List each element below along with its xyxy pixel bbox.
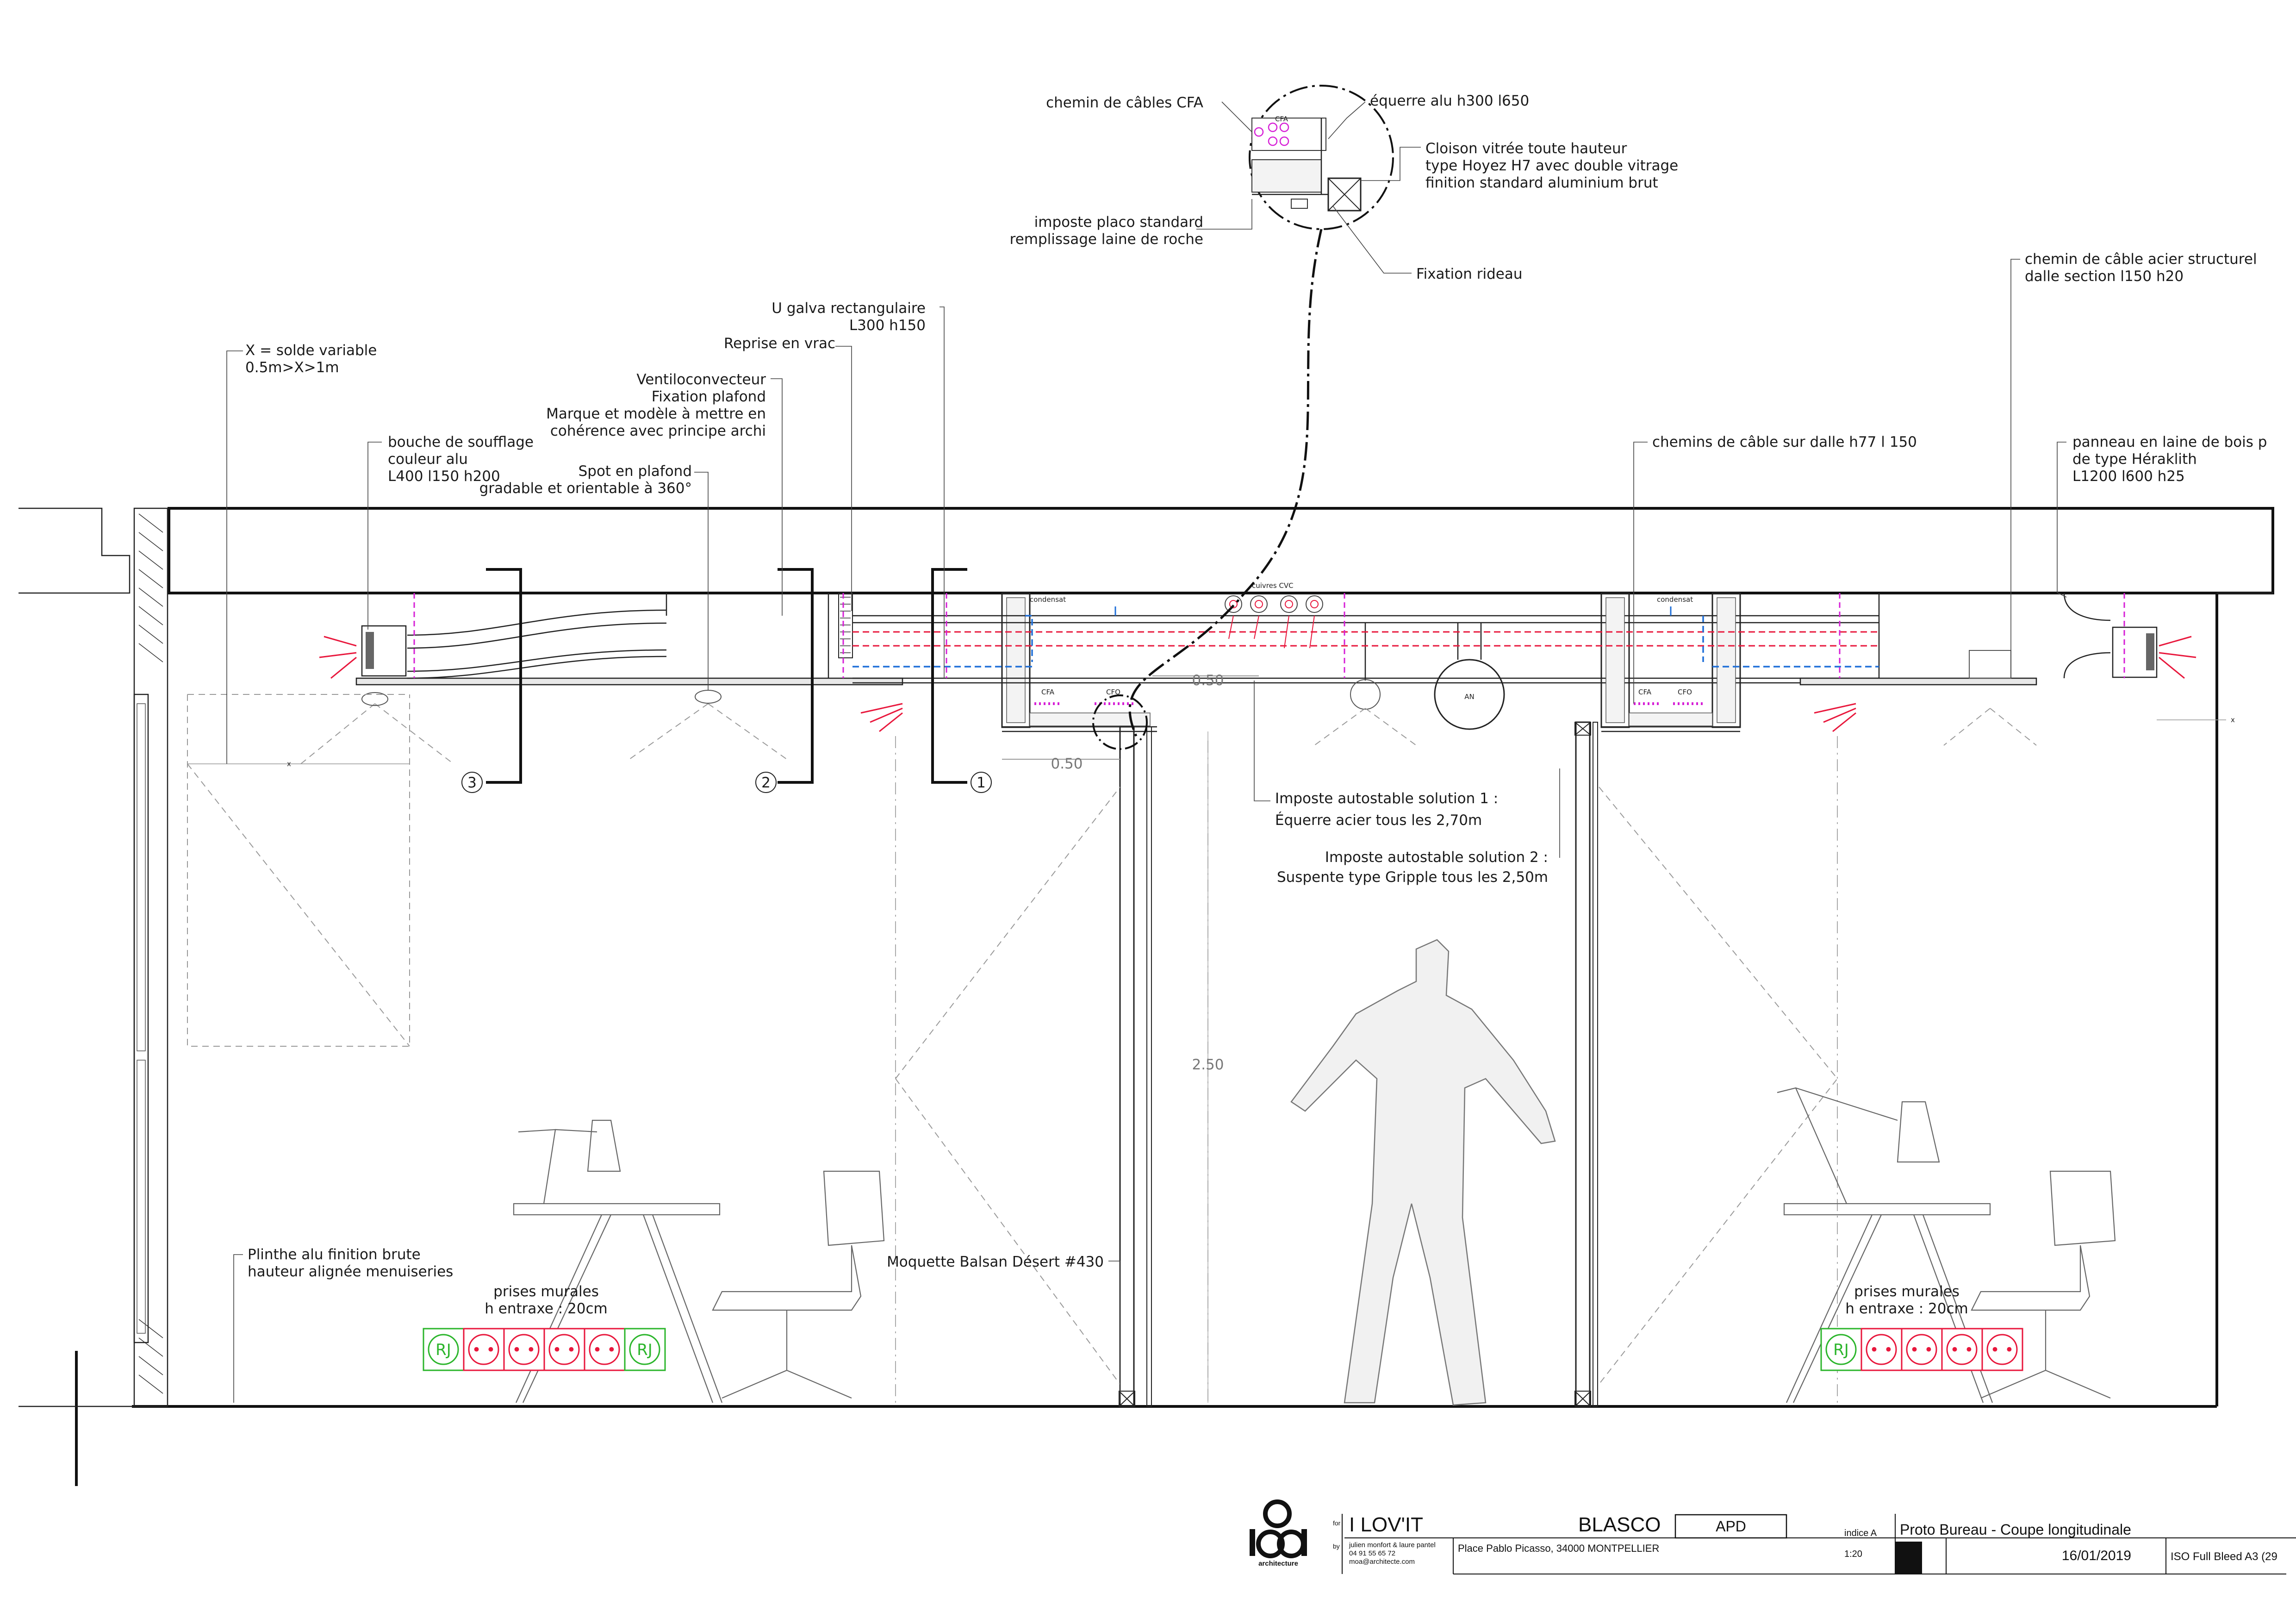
label-u-galva-2: L300 h150 (849, 317, 926, 334)
furniture-left (513, 1119, 885, 1403)
label-bouche-3: L400 l150 h200 (388, 468, 500, 485)
condensat-label-2: condensat (1657, 595, 1693, 604)
label-prises-b2: h entraxe : 20cm (1845, 1300, 1968, 1317)
cvc-copper-pipes (1225, 595, 1323, 613)
cfo-label-1: CFO (1106, 688, 1120, 696)
marker-1: 1 (977, 775, 986, 791)
drawing-title: Proto Bureau - Coupe longitudinale (1900, 1521, 2131, 1538)
label-spot-1: Spot en plafond (579, 463, 692, 480)
annotation-leaders (226, 101, 2067, 1403)
indice: indice A (1844, 1528, 1877, 1538)
label-chemin-cables-cfa: chemin de câbles CFA (1046, 94, 1203, 111)
scale: 1:20 (1844, 1549, 1862, 1559)
power-socket: • • (512, 1341, 536, 1359)
cfo-label-2: CFO (1678, 688, 1692, 696)
marker-2: 2 (761, 775, 771, 791)
dimension-lines: 0.50 0.50 2.50 x x (187, 672, 2235, 1403)
label-cloison-1: Cloison vitrée toute hauteur (1425, 140, 1627, 157)
label-ventilo-3: Marque et modèle à mettre en (546, 406, 766, 422)
label-ventilo-2: Fixation plafond (652, 388, 766, 405)
marker-3: 3 (467, 775, 477, 791)
cfa-label-1: CFA (1041, 688, 1055, 696)
label-x-solde-1: X = solde variable (245, 342, 377, 359)
label-ventilo-1: Ventiloconvecteur (636, 371, 766, 388)
label-bouche-1: bouche de soufflage (388, 434, 534, 450)
section-markers: 3 2 1 (461, 568, 992, 793)
authors: julien monfort & laure pantel (1349, 1541, 1436, 1549)
glazed-partitions (1119, 721, 1598, 1407)
label-imposte-placo-1: imposte placo standard (1034, 214, 1203, 231)
label-panneau-1: panneau en laine de bois p (2072, 434, 2267, 450)
label-cloison-2: type Hoyez H7 avec double vitrage (1425, 157, 1678, 174)
label-chemin-acier-2: dalle section l150 h20 (2025, 268, 2184, 285)
sockets-left: RJ • • • • • • • • RJ (423, 1328, 666, 1371)
label-imposte-placo-2: remplissage laine de roche (1010, 231, 1203, 248)
power-socket: • • (1910, 1341, 1934, 1359)
label-plinthe-2: hauteur alignée menuiseries (248, 1263, 453, 1280)
client-name: I LOV'IT (1349, 1513, 1423, 1536)
label-spot-2: gradable et orientable à 360° (479, 480, 692, 497)
label-moquette: Moquette Balsan Désert #430 (887, 1254, 1104, 1270)
label-u-galva-1: U galva rectangulaire (772, 300, 926, 317)
dim-050-top: 0.50 (1192, 672, 1224, 689)
label-cloison-3: finition standard aluminium brut (1425, 175, 1658, 191)
moa-logo: architecture (1250, 1499, 1307, 1568)
rj-socket: RJ (1833, 1341, 1849, 1359)
label-prises-1: prises murales (493, 1283, 599, 1300)
power-socket: • • (1991, 1341, 2014, 1359)
label-panneau-2: de type Héraklith (2072, 451, 2197, 468)
an-label: AN (1464, 693, 1474, 701)
cuivres-label: cuivres CVC (1252, 581, 1294, 590)
detail-callout: CFA (1092, 85, 1394, 750)
for-label: for (1333, 1519, 1341, 1527)
label-prises-2: h entraxe : 20cm (485, 1300, 607, 1317)
phase: APD (1716, 1518, 1746, 1535)
cfa-detail-label: CFA (1275, 115, 1288, 123)
sockets-right: RJ • • • • • • • • (1820, 1328, 2023, 1371)
label-ventilo-4: cohérence avec principe archi (550, 423, 766, 439)
x-mark: x (287, 760, 291, 768)
power-socket: • • (1950, 1341, 1974, 1359)
cfa-label-2: CFA (1638, 688, 1652, 696)
human-silhouette (1290, 939, 1556, 1406)
condensat-label-1: condensat (1030, 595, 1066, 604)
power-socket: • • (553, 1341, 576, 1359)
label-chemin-acier-1: chemin de câble acier structurel (2025, 251, 2257, 268)
label-imposte-sol1-2: Équerre acier tous les 2,70m (1275, 812, 1482, 829)
project-name: BLASCO (1578, 1513, 1661, 1536)
label-x-solde-2: 0.5m>X>1m (245, 359, 339, 376)
label-imposte-sol1-1: Imposte autostable solution 1 : (1275, 790, 1498, 807)
label-imposte-sol2-2: Suspente type Gripple tous les 2,50m (1277, 869, 1548, 886)
by-label: by (1333, 1543, 1340, 1550)
phone: 04 91 55 65 72 (1349, 1549, 1395, 1557)
label-fixation-rideau: Fixation rideau (1416, 266, 1523, 282)
power-socket: • • (593, 1341, 616, 1359)
label-imposte-sol2-1: Imposte autostable solution 2 : (1325, 849, 1548, 866)
dim-050-bottom: 0.50 (1051, 756, 1083, 772)
building-shell (19, 507, 2274, 1486)
drawing-date: 16/01/2019 (2062, 1548, 2131, 1563)
rj-socket: RJ (637, 1341, 653, 1359)
dim-250: 2.50 (1192, 1056, 1224, 1073)
label-chemins-dalle: chemins de câble sur dalle h77 l 150 (1652, 434, 1917, 450)
label-prises-b1: prises murales (1854, 1283, 1960, 1300)
label-equerre-alu: équerre alu h300 l650 (1370, 93, 1529, 109)
address: Place Pablo Picasso, 34000 MONTPELLIER (1458, 1543, 1659, 1554)
power-socket: • • (472, 1341, 496, 1359)
rj-socket: RJ (436, 1341, 451, 1359)
logo-text: architecture (1258, 1560, 1298, 1568)
furniture-right (1777, 1087, 2116, 1403)
label-plinthe-1: Plinthe alu finition brute (248, 1246, 421, 1263)
x-mark-right: x (2231, 716, 2235, 724)
power-socket: • • (1870, 1341, 1893, 1359)
label-panneau-3: L1200 l600 h25 (2072, 468, 2185, 485)
label-reprise-vrac: Reprise en vrac (724, 335, 835, 352)
title-block: architecture for by I LOV'IT BLASCO APD … (1250, 1499, 2296, 1574)
label-bouche-2: couleur alu (388, 451, 468, 468)
suspended-ceiling: AN (355, 592, 2158, 732)
sheet-format: ISO Full Bleed A3 (29 (2171, 1550, 2277, 1563)
email: moa@architecte.com (1349, 1558, 1415, 1566)
